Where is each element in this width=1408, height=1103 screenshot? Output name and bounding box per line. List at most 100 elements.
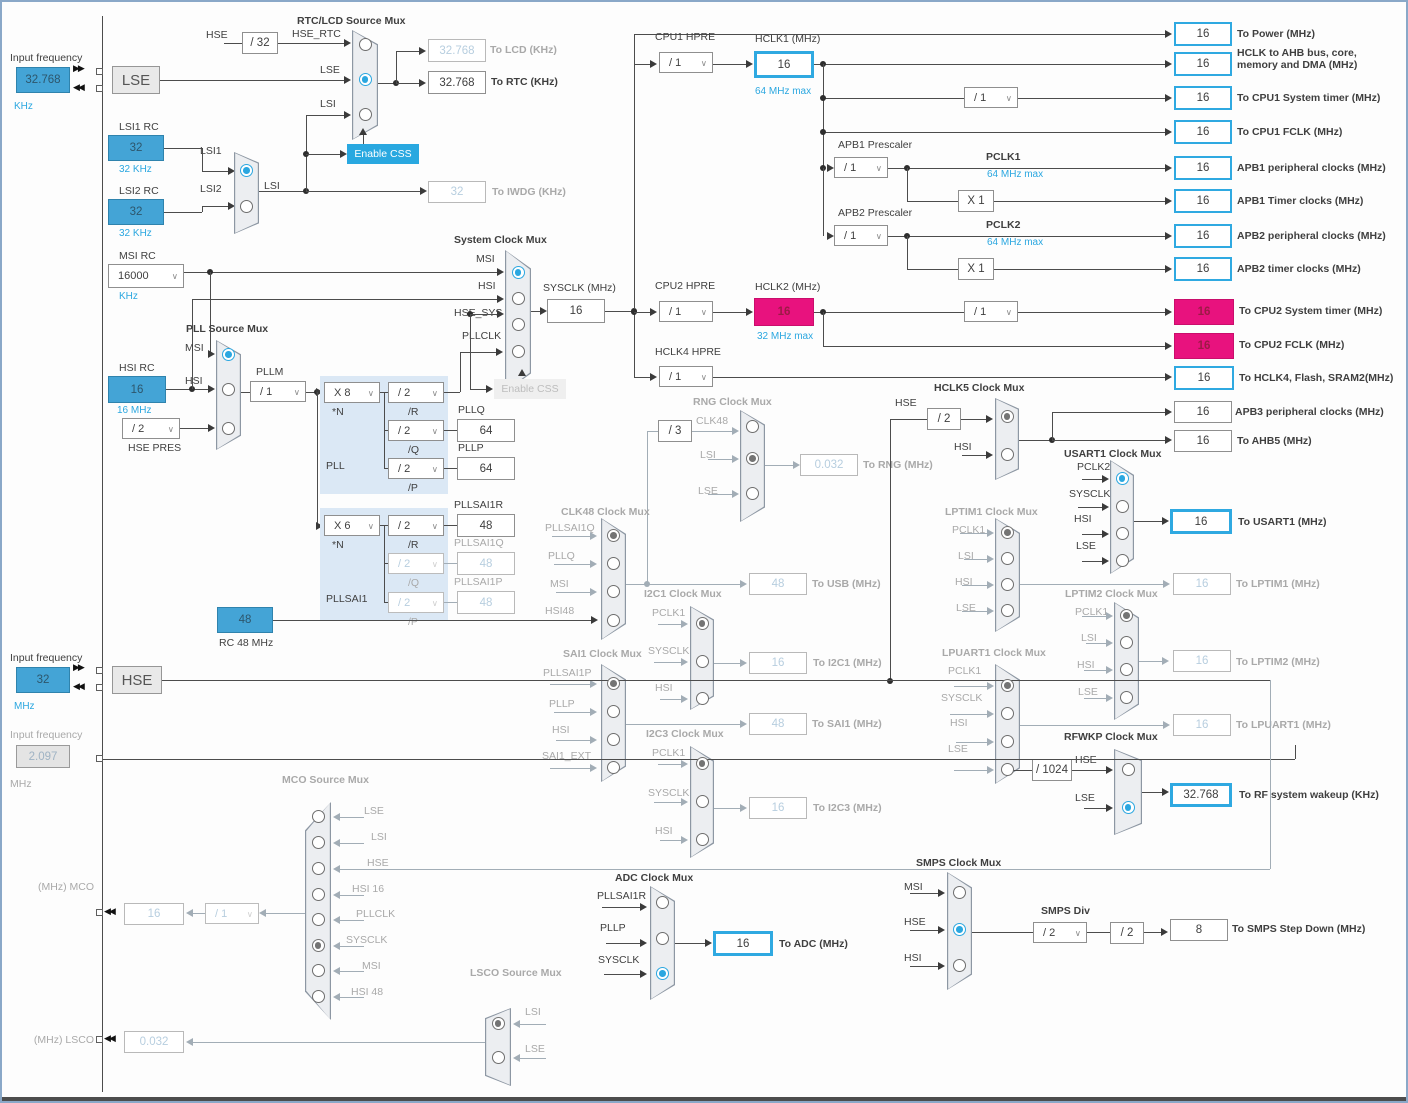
radio[interactable] <box>656 967 669 980</box>
radio[interactable] <box>695 617 709 630</box>
radio[interactable] <box>358 38 372 51</box>
pllsai1-q-dropdown[interactable]: / 2 <box>388 553 444 574</box>
cpu1-fclk-value[interactable]: 16 <box>1174 120 1232 144</box>
radio[interactable] <box>953 886 966 899</box>
radio[interactable] <box>1120 609 1133 622</box>
cpu1-systimer-value[interactable]: 16 <box>1174 86 1232 110</box>
mco-value[interactable]: 16 <box>124 903 184 925</box>
radio[interactable] <box>222 348 235 361</box>
radio[interactable] <box>1000 410 1014 423</box>
to-lptim1-value[interactable]: 16 <box>1173 573 1231 595</box>
radio[interactable] <box>607 733 620 746</box>
radio[interactable] <box>1001 552 1014 565</box>
pllp-value[interactable]: 64 <box>457 457 515 480</box>
radio[interactable] <box>1120 663 1133 676</box>
radio[interactable] <box>311 939 325 952</box>
radio[interactable] <box>511 266 525 279</box>
ahb5-value[interactable]: 16 <box>1174 430 1232 452</box>
radio[interactable] <box>358 108 372 121</box>
hclk-ahb-value[interactable]: 16 <box>1174 52 1232 76</box>
radio[interactable] <box>746 420 759 433</box>
pllsai1r-value[interactable]: 48 <box>457 514 515 537</box>
to-rng-value[interactable]: 0.032 <box>800 454 858 476</box>
pllq-value[interactable]: 64 <box>457 419 515 442</box>
msi-range-dropdown[interactable]: 16000 <box>108 264 184 288</box>
radio[interactable] <box>222 383 235 396</box>
radio[interactable] <box>746 452 759 465</box>
radio[interactable] <box>1115 554 1129 567</box>
lsco-value[interactable]: 0.032 <box>124 1031 184 1053</box>
cpu1-hpre-dropdown[interactable]: / 1 <box>659 52 713 73</box>
hclk2-value[interactable]: 16 <box>754 298 814 326</box>
to-lpuart1-value[interactable]: 16 <box>1173 714 1231 736</box>
cpu1-timer-div-dropdown[interactable]: / 1 <box>964 87 1018 108</box>
enable-css-button[interactable]: Enable CSS <box>347 144 419 164</box>
pllm-dropdown[interactable]: / 1 <box>250 381 306 402</box>
radio[interactable] <box>1115 500 1129 513</box>
hse-frequency-field[interactable]: 32 <box>16 667 70 693</box>
radio[interactable] <box>695 692 709 705</box>
pll-r-dropdown[interactable]: / 2 <box>388 382 444 403</box>
radio[interactable] <box>695 757 709 770</box>
radio[interactable] <box>607 705 620 718</box>
to-usb-value[interactable]: 48 <box>749 573 807 595</box>
radio[interactable] <box>511 318 525 331</box>
radio[interactable] <box>511 345 525 358</box>
radio[interactable] <box>1000 448 1014 461</box>
lse-frequency-field[interactable]: 32.768 <box>16 67 70 93</box>
radio[interactable] <box>695 795 709 808</box>
pll-p-dropdown[interactable]: / 2 <box>388 458 444 479</box>
radio[interactable] <box>1001 526 1014 539</box>
hsi-value[interactable]: 16 <box>108 376 166 403</box>
rc48-value[interactable]: 48 <box>217 607 273 633</box>
radio[interactable] <box>1121 763 1135 776</box>
radio[interactable] <box>1120 691 1133 704</box>
to-lcd-value[interactable]: 32.768 <box>428 39 486 62</box>
pllsai1-n-dropdown[interactable]: X 6 <box>324 515 380 536</box>
radio[interactable] <box>1001 735 1014 748</box>
pllsai1-p-dropdown[interactable]: / 2 <box>388 592 444 613</box>
cpu2-systimer-value[interactable]: 16 <box>1174 299 1234 325</box>
radio[interactable] <box>953 959 966 972</box>
pll-q-dropdown[interactable]: / 2 <box>388 420 444 441</box>
pllsai1-r-dropdown[interactable]: / 2 <box>388 515 444 536</box>
radio[interactable] <box>311 990 325 1003</box>
radio[interactable] <box>1115 472 1129 485</box>
mco-div-dropdown[interactable]: / 1 <box>205 903 259 924</box>
hse-pres-dropdown[interactable]: / 2 <box>122 418 180 439</box>
radio[interactable] <box>311 862 325 875</box>
radio[interactable] <box>607 529 620 542</box>
radio[interactable] <box>607 557 620 570</box>
radio[interactable] <box>491 1051 505 1064</box>
radio[interactable] <box>511 292 525 305</box>
radio[interactable] <box>695 655 709 668</box>
radio[interactable] <box>656 896 669 909</box>
radio[interactable] <box>311 888 325 901</box>
hse-bypass-field[interactable]: 2.097 <box>16 745 70 768</box>
radio[interactable] <box>1121 801 1135 814</box>
radio[interactable] <box>1001 763 1014 776</box>
to-i2c1-value[interactable]: 16 <box>749 652 807 674</box>
to-adc-value[interactable]: 16 <box>713 931 773 956</box>
radio[interactable] <box>311 913 325 926</box>
radio[interactable] <box>1115 527 1129 540</box>
radio[interactable] <box>607 761 620 774</box>
hclk4-hpre-dropdown[interactable]: / 1 <box>659 366 713 387</box>
radio[interactable] <box>1001 707 1014 720</box>
radio[interactable] <box>491 1017 505 1030</box>
to-i2c3-value[interactable]: 16 <box>749 797 807 819</box>
to-power-value[interactable]: 16 <box>1174 22 1232 46</box>
apb2-prescaler-dropdown[interactable]: / 1 <box>834 225 888 246</box>
apb2-timer-value[interactable]: 16 <box>1174 257 1232 281</box>
sysclk-value[interactable]: 16 <box>547 299 605 323</box>
lsi2-value[interactable]: 32 <box>108 199 164 225</box>
apb3-value[interactable]: 16 <box>1174 401 1232 423</box>
cpu2-timer-div-dropdown[interactable]: / 1 <box>964 301 1018 322</box>
radio[interactable] <box>656 932 669 945</box>
radio[interactable] <box>607 677 620 690</box>
to-sai1-value[interactable]: 48 <box>749 713 807 735</box>
smps-div-dropdown[interactable]: / 2 <box>1033 922 1087 943</box>
to-iwdg-value[interactable]: 32 <box>428 181 486 203</box>
lsi1-value[interactable]: 32 <box>108 135 164 161</box>
apb1-periph-value[interactable]: 16 <box>1174 156 1232 180</box>
